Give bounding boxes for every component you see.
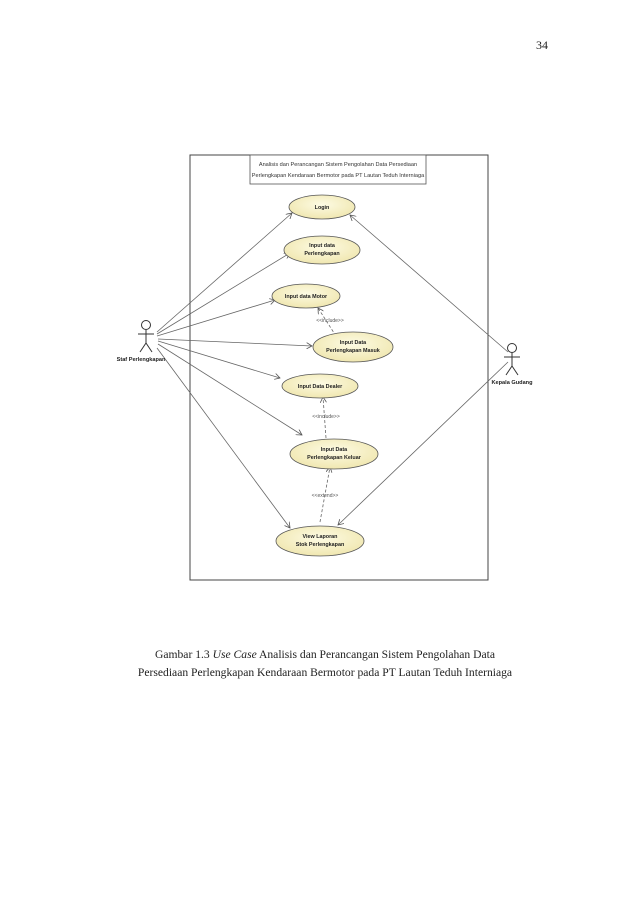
- caption-rest: Analisis dan Perancangan Sistem Pengolah…: [259, 648, 496, 661]
- usecase-view-laporan-label-2: Stok Perlengkapan: [296, 542, 345, 548]
- actor-head-icon: [504, 343, 520, 376]
- usecase-input-perlengkapan: [283, 235, 361, 265]
- usecase-input-motor: [271, 283, 341, 309]
- usecase-input-keluar-label-2: Perlengkapan Keluar: [307, 455, 362, 461]
- system-title-box: [249, 154, 427, 185]
- usecase-input-keluar: [289, 438, 379, 470]
- usecase-input-dealer: [281, 373, 359, 399]
- usecase-view-laporan-label-1: View Laporan: [303, 534, 338, 540]
- caption-prefix: Gambar 1.3: [154, 648, 210, 661]
- caption-line-1: Gambar 1.3 Use Case Analisis dan Peranca…: [110, 646, 540, 664]
- assoc-staff-login: [156, 213, 292, 333]
- assoc-staff-input-dealer: [157, 340, 280, 378]
- assoc-staff-input-perlengkapan: [156, 253, 290, 335]
- extend-label: <<extend>>: [312, 493, 339, 499]
- assoc-head-view-laporan: [338, 361, 509, 525]
- usecase-view-laporan: [275, 525, 365, 557]
- extend-laporan-keluar: [319, 467, 330, 523]
- page-number: 34: [536, 38, 548, 52]
- include-masuk-motor: [318, 308, 337, 337]
- usecase-input-keluar-label-1: Input Data: [321, 447, 348, 453]
- usecase-login: [288, 194, 356, 220]
- usecase-input-perlengkapan-label-1: Input data: [309, 243, 336, 249]
- system-boundary: [189, 154, 489, 581]
- usecase-input-masuk-label-2: Perlengkapan Masuk: [326, 348, 380, 354]
- assoc-staff-input-motor: [156, 300, 275, 337]
- include-keluar-dealer: [323, 397, 326, 439]
- system-title-line-1: Analisis dan Perancangan Sistem Pengolah…: [259, 162, 417, 168]
- actor-staff-label: Staf Perlengkapan: [117, 357, 166, 363]
- include-label-2: <<include>>: [312, 414, 340, 420]
- caption-line-2: Persediaan Perlengkapan Kendaraan Bermot…: [137, 666, 513, 679]
- usecase-input-motor-label: Input data Motor: [285, 294, 328, 300]
- actor-staff-icon: [138, 320, 154, 353]
- assoc-staff-input-keluar: [157, 343, 302, 435]
- include-label-1: <<include>>: [316, 318, 344, 324]
- usecase-input-masuk-label-1: Input Data: [340, 340, 367, 346]
- assoc-staff-view-laporan: [156, 347, 290, 528]
- usecase-input-perlengkapan-label-2: Perlengkapan: [304, 251, 339, 257]
- caption-italic: Use Case: [212, 648, 257, 661]
- assoc-staff-input-masuk: [157, 338, 312, 346]
- assoc-head-login: [350, 215, 509, 353]
- system-title-line-2: Perlengkapan Kendaraan Bermotor pada PT …: [252, 173, 425, 179]
- figure-caption: Gambar 1.3 Use Case Analisis dan Peranca…: [110, 646, 540, 682]
- usecase-input-dealer-label: Input Data Dealer: [298, 384, 343, 390]
- actor-head-label: Kepala Gudang: [491, 380, 533, 386]
- usecase-login-label: Login: [315, 205, 330, 211]
- usecase-input-masuk: [312, 331, 394, 363]
